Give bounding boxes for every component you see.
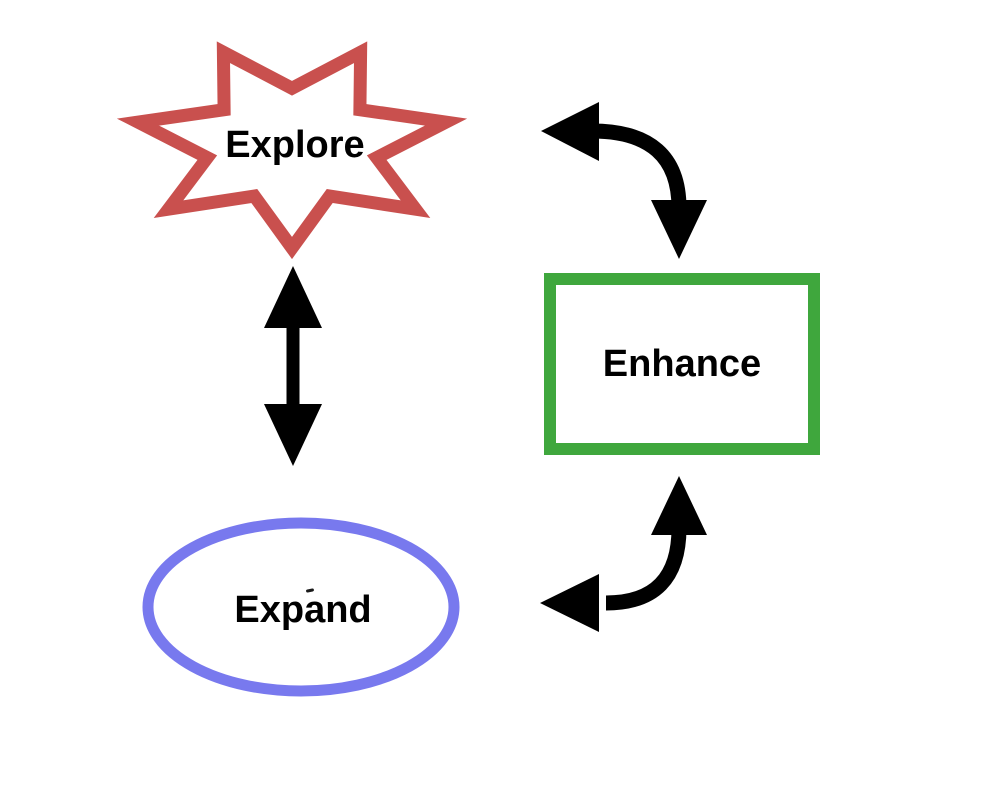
arrow-left-head [541, 102, 599, 161]
enhance-label: Enhance [602, 343, 762, 385]
arrow-up-head [651, 476, 707, 535]
expand-ellipse-shape [142, 517, 460, 697]
arrow-curve [591, 123, 687, 209]
arrow-down-head [264, 404, 322, 466]
arrow-left-head [540, 574, 599, 632]
expand-label: Expand [234, 589, 372, 631]
arrow-up-head [264, 266, 322, 328]
arrow-down-head [651, 200, 707, 259]
arrow-explore-enhance [541, 102, 707, 259]
arrow-curve [605, 527, 687, 611]
arrow-expand-enhance [540, 476, 707, 632]
arrow-explore-expand [264, 266, 322, 466]
explore-label: Explore [225, 124, 365, 166]
explore-star-shape [116, 41, 468, 260]
enhance-rect-shape [544, 273, 820, 455]
